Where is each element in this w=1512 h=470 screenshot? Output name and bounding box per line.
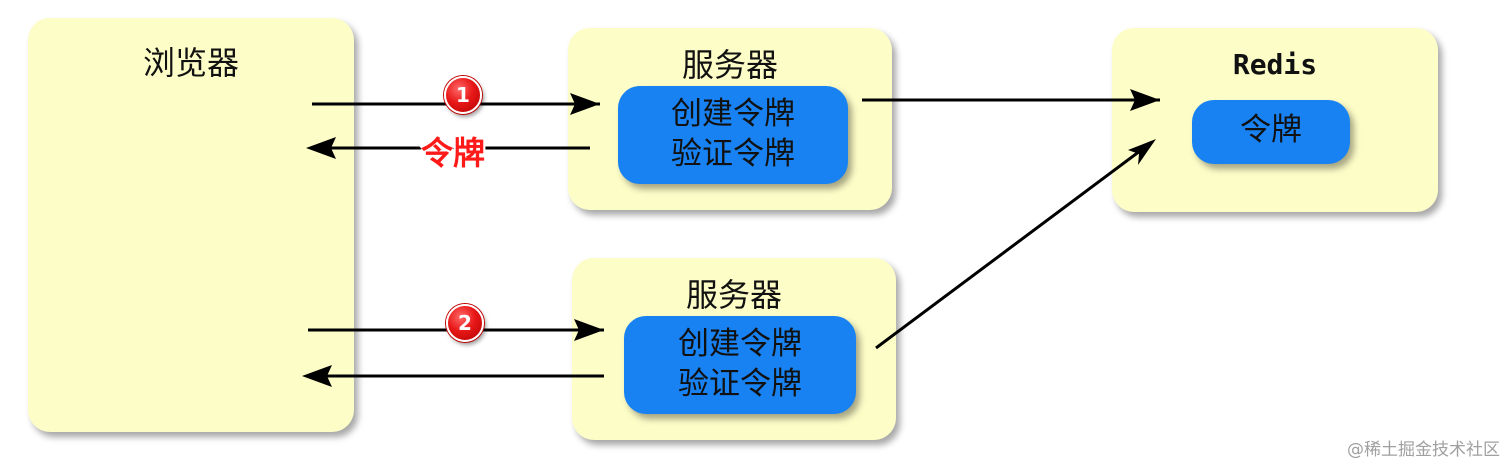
server-top-title: 服务器 bbox=[681, 46, 778, 84]
server-bottom-title: 服务器 bbox=[685, 276, 782, 314]
create-token-label: 创建令牌 bbox=[678, 326, 802, 362]
step-2-badge: 2 bbox=[446, 304, 484, 342]
redis-title: Redis bbox=[1232, 48, 1318, 81]
server-top-actions: 创建令牌 验证令牌 bbox=[618, 86, 848, 184]
watermark: @稀土掘金技术社区 bbox=[1347, 440, 1500, 460]
create-token-label: 创建令牌 bbox=[671, 96, 795, 132]
verify-token-label: 验证令牌 bbox=[678, 366, 802, 402]
verify-token-label: 验证令牌 bbox=[671, 136, 795, 172]
browser-title: 浏览器 bbox=[142, 44, 239, 82]
step-1-badge: 1 bbox=[444, 76, 482, 114]
redis-token-store: 令牌 bbox=[1192, 100, 1350, 164]
arrow-server-bottom-to-redis bbox=[875, 140, 1153, 350]
server-bottom-actions: 创建令牌 验证令牌 bbox=[624, 316, 856, 414]
browser-box: 浏览器 bbox=[28, 18, 354, 432]
redis-token-label: 令牌 bbox=[1240, 112, 1302, 148]
token-return-label: 令牌 bbox=[421, 134, 486, 172]
